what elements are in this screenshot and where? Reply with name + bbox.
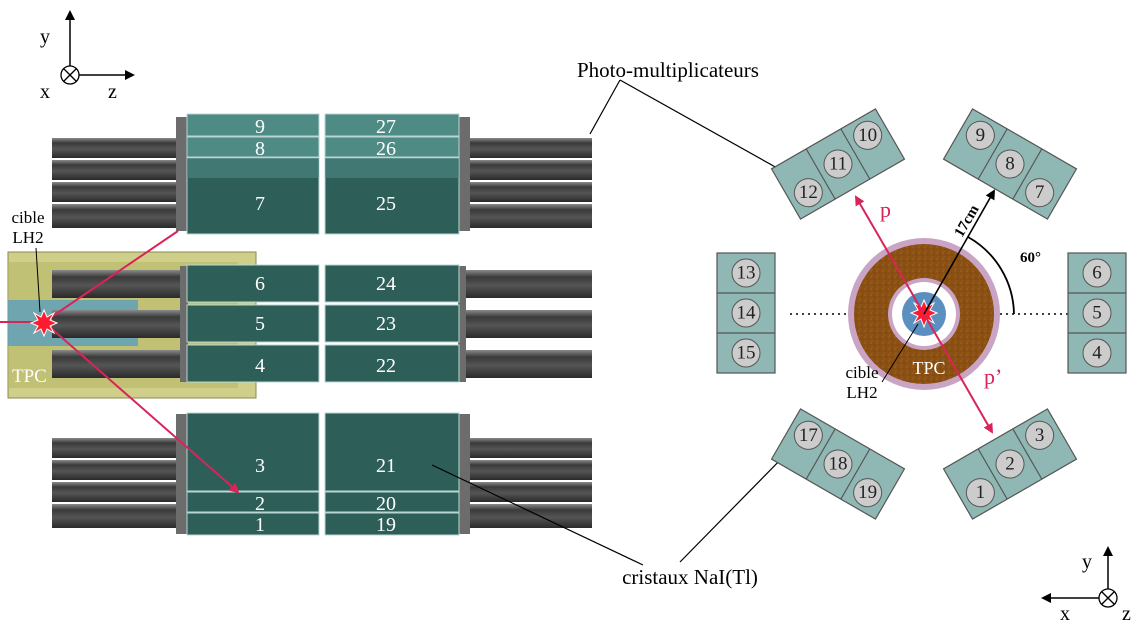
pmt-number: 10 [858, 125, 877, 146]
proton-label: p [880, 197, 891, 222]
side-z-label: z [108, 81, 117, 103]
pmt-circle [731, 258, 761, 288]
module-right: 6 5 4 [1067, 252, 1127, 374]
pmt-number: 8 [1005, 154, 1015, 175]
side-pmts [52, 117, 592, 534]
module-bottom-right: 1 2 3 [942, 408, 1078, 520]
pmt-number: 19 [858, 482, 877, 503]
module-bottom-left: 17 18 19 [770, 408, 906, 520]
side-target-label-line2: LH2 [12, 228, 43, 247]
front-target-label-line2: LH2 [846, 383, 877, 402]
pmt-circle [1082, 298, 1112, 328]
pmt-callout-line [619, 79, 796, 179]
pmt-number: 6 [1092, 263, 1102, 284]
module-top-left: 12 11 10 [770, 108, 906, 220]
angle-label: 60° [1020, 250, 1041, 266]
pmt-circle [995, 149, 1025, 179]
crystal-number: 5 [255, 313, 265, 335]
crystals-label: cristaux NaI(Tl) [622, 565, 758, 589]
pmt-circle [793, 178, 823, 208]
front-x-label: x [1060, 603, 1070, 624]
pmt-number: 7 [1035, 182, 1045, 203]
side-left-numbers: 9 8 7 6 5 4 3 2 1 [255, 116, 265, 536]
pmt-circle [853, 478, 883, 508]
radius-arrow [923, 189, 995, 315]
crystal-number: 2 [255, 493, 265, 515]
crystal-number: 4 [255, 355, 265, 377]
pmt-number: 1 [976, 482, 986, 503]
pmt-circle [995, 449, 1025, 479]
pmt-label: Photo-multiplicateurs [577, 58, 759, 82]
pmt-number: 11 [829, 154, 847, 175]
pmt-circle [731, 298, 761, 328]
pmt-circle [731, 338, 761, 368]
proton-prime-arrow [923, 313, 993, 434]
side-right-numbers: 27 26 25 24 23 22 21 20 19 [376, 116, 396, 536]
pmt-circle [793, 420, 823, 450]
pmt-number: 9 [976, 125, 986, 146]
front-y-label: y [1082, 551, 1092, 573]
crystal-number: 26 [376, 138, 396, 160]
side-target-label-line1: cible [11, 208, 44, 227]
side-crystals [186, 113, 460, 536]
crystal-number: 1 [255, 514, 265, 536]
side-tracks [0, 230, 240, 494]
proton-arrow [854, 195, 925, 315]
side-x-label: x [40, 81, 50, 103]
crystal-callout-line [679, 449, 791, 563]
side-tpc-label: TPC [12, 366, 47, 387]
crystal-number: 6 [255, 273, 265, 295]
angle-arc [967, 236, 1015, 315]
pmt-circle [1025, 178, 1055, 208]
crystal-number: 3 [255, 455, 265, 477]
crystal-number: 7 [255, 193, 265, 215]
distance-label: 17cm [952, 202, 983, 240]
pmt-number: 13 [737, 263, 756, 284]
module-top-right: 9 8 7 [942, 108, 1078, 220]
pmt-circle [1025, 420, 1055, 450]
proton-track-up [43, 230, 179, 323]
side-vertex-star-icon [29, 308, 59, 338]
front-axes: y x z [1041, 546, 1131, 624]
pmt-number: 15 [737, 343, 756, 364]
front-target-callout [881, 323, 919, 383]
pmt-number: 14 [737, 303, 757, 324]
proton-track-down [43, 321, 240, 494]
crystal-number: 24 [376, 273, 396, 295]
crystal-number: 22 [376, 355, 396, 377]
pmt-circle [823, 449, 853, 479]
pmt-circle [823, 149, 853, 179]
side-axes: y x z [40, 10, 135, 103]
pmt-number: 12 [799, 182, 818, 203]
pmt-circle [965, 478, 995, 508]
pmt-callout-line [589, 79, 621, 135]
crystal-number: 8 [255, 138, 265, 160]
crystal-number: 27 [376, 116, 396, 138]
pmt-number: 3 [1035, 425, 1045, 446]
pmt-number: 4 [1092, 343, 1102, 364]
crystal-number: 19 [376, 514, 396, 536]
pmt-circle [1082, 258, 1112, 288]
crystal-number: 20 [376, 493, 396, 515]
front-target-label-line1: cible [845, 363, 878, 382]
front-tpc-label: TPC [912, 358, 945, 378]
pmt-circle [1082, 338, 1112, 368]
front-z-label: z [1122, 603, 1131, 624]
crystal-number: 21 [376, 455, 396, 477]
pmt-number: 18 [829, 454, 848, 475]
pmt-number: 2 [1005, 454, 1015, 475]
pmt-circle [853, 120, 883, 150]
module-left: 13 14 15 [716, 252, 776, 374]
crystal-number: 25 [376, 193, 396, 215]
crystal-number: 23 [376, 313, 396, 335]
pmt-number: 17 [799, 425, 818, 446]
proton-prime-label: p’ [984, 364, 1002, 389]
side-y-label: y [40, 26, 50, 48]
pmt-number: 5 [1092, 303, 1102, 324]
crystal-number: 9 [255, 116, 265, 138]
crystal-callout-line [431, 464, 644, 566]
pmt-circle [965, 120, 995, 150]
